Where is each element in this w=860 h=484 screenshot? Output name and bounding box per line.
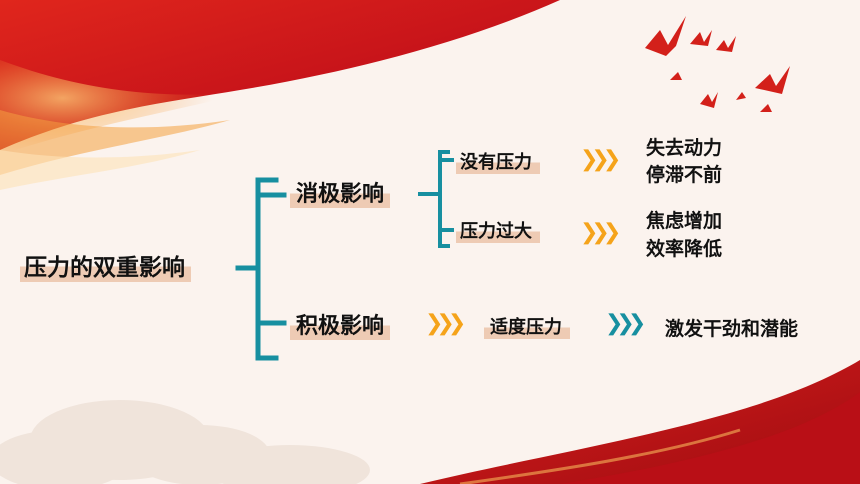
- clouds-decoration: [0, 400, 370, 484]
- triple-chevron-right-icon: ❯❯❯: [605, 311, 646, 336]
- doves-icon: [645, 16, 790, 112]
- root-node: 压力的双重影响: [20, 248, 191, 282]
- red-flag-bottom-right: [420, 360, 860, 484]
- tree-connectors-inner: [418, 150, 454, 248]
- result-text: 失去动力: [646, 137, 723, 159]
- red-flag-top-left: [0, 0, 560, 190]
- moderate-pressure-node: 适度压力: [484, 313, 570, 339]
- triple-chevron-right-icon: ❯❯❯: [580, 220, 621, 245]
- negative-impact-node: 消极影响: [290, 176, 391, 208]
- tree-connectors: [235, 177, 287, 361]
- triple-chevron-right-icon: ❯❯❯: [580, 147, 621, 172]
- result-text: 焦虑增加: [646, 210, 723, 232]
- no-pressure-node: 没有压力: [456, 148, 540, 174]
- result-text: 激发干劲和潜能: [665, 318, 799, 340]
- result-text: 停滞不前: [646, 164, 723, 186]
- excess-pressure-node: 压力过大: [456, 217, 540, 243]
- result-text: 效率降低: [646, 238, 723, 260]
- positive-impact-node: 积极影响: [290, 308, 391, 340]
- triple-chevron-right-icon: ❯❯❯: [425, 311, 466, 336]
